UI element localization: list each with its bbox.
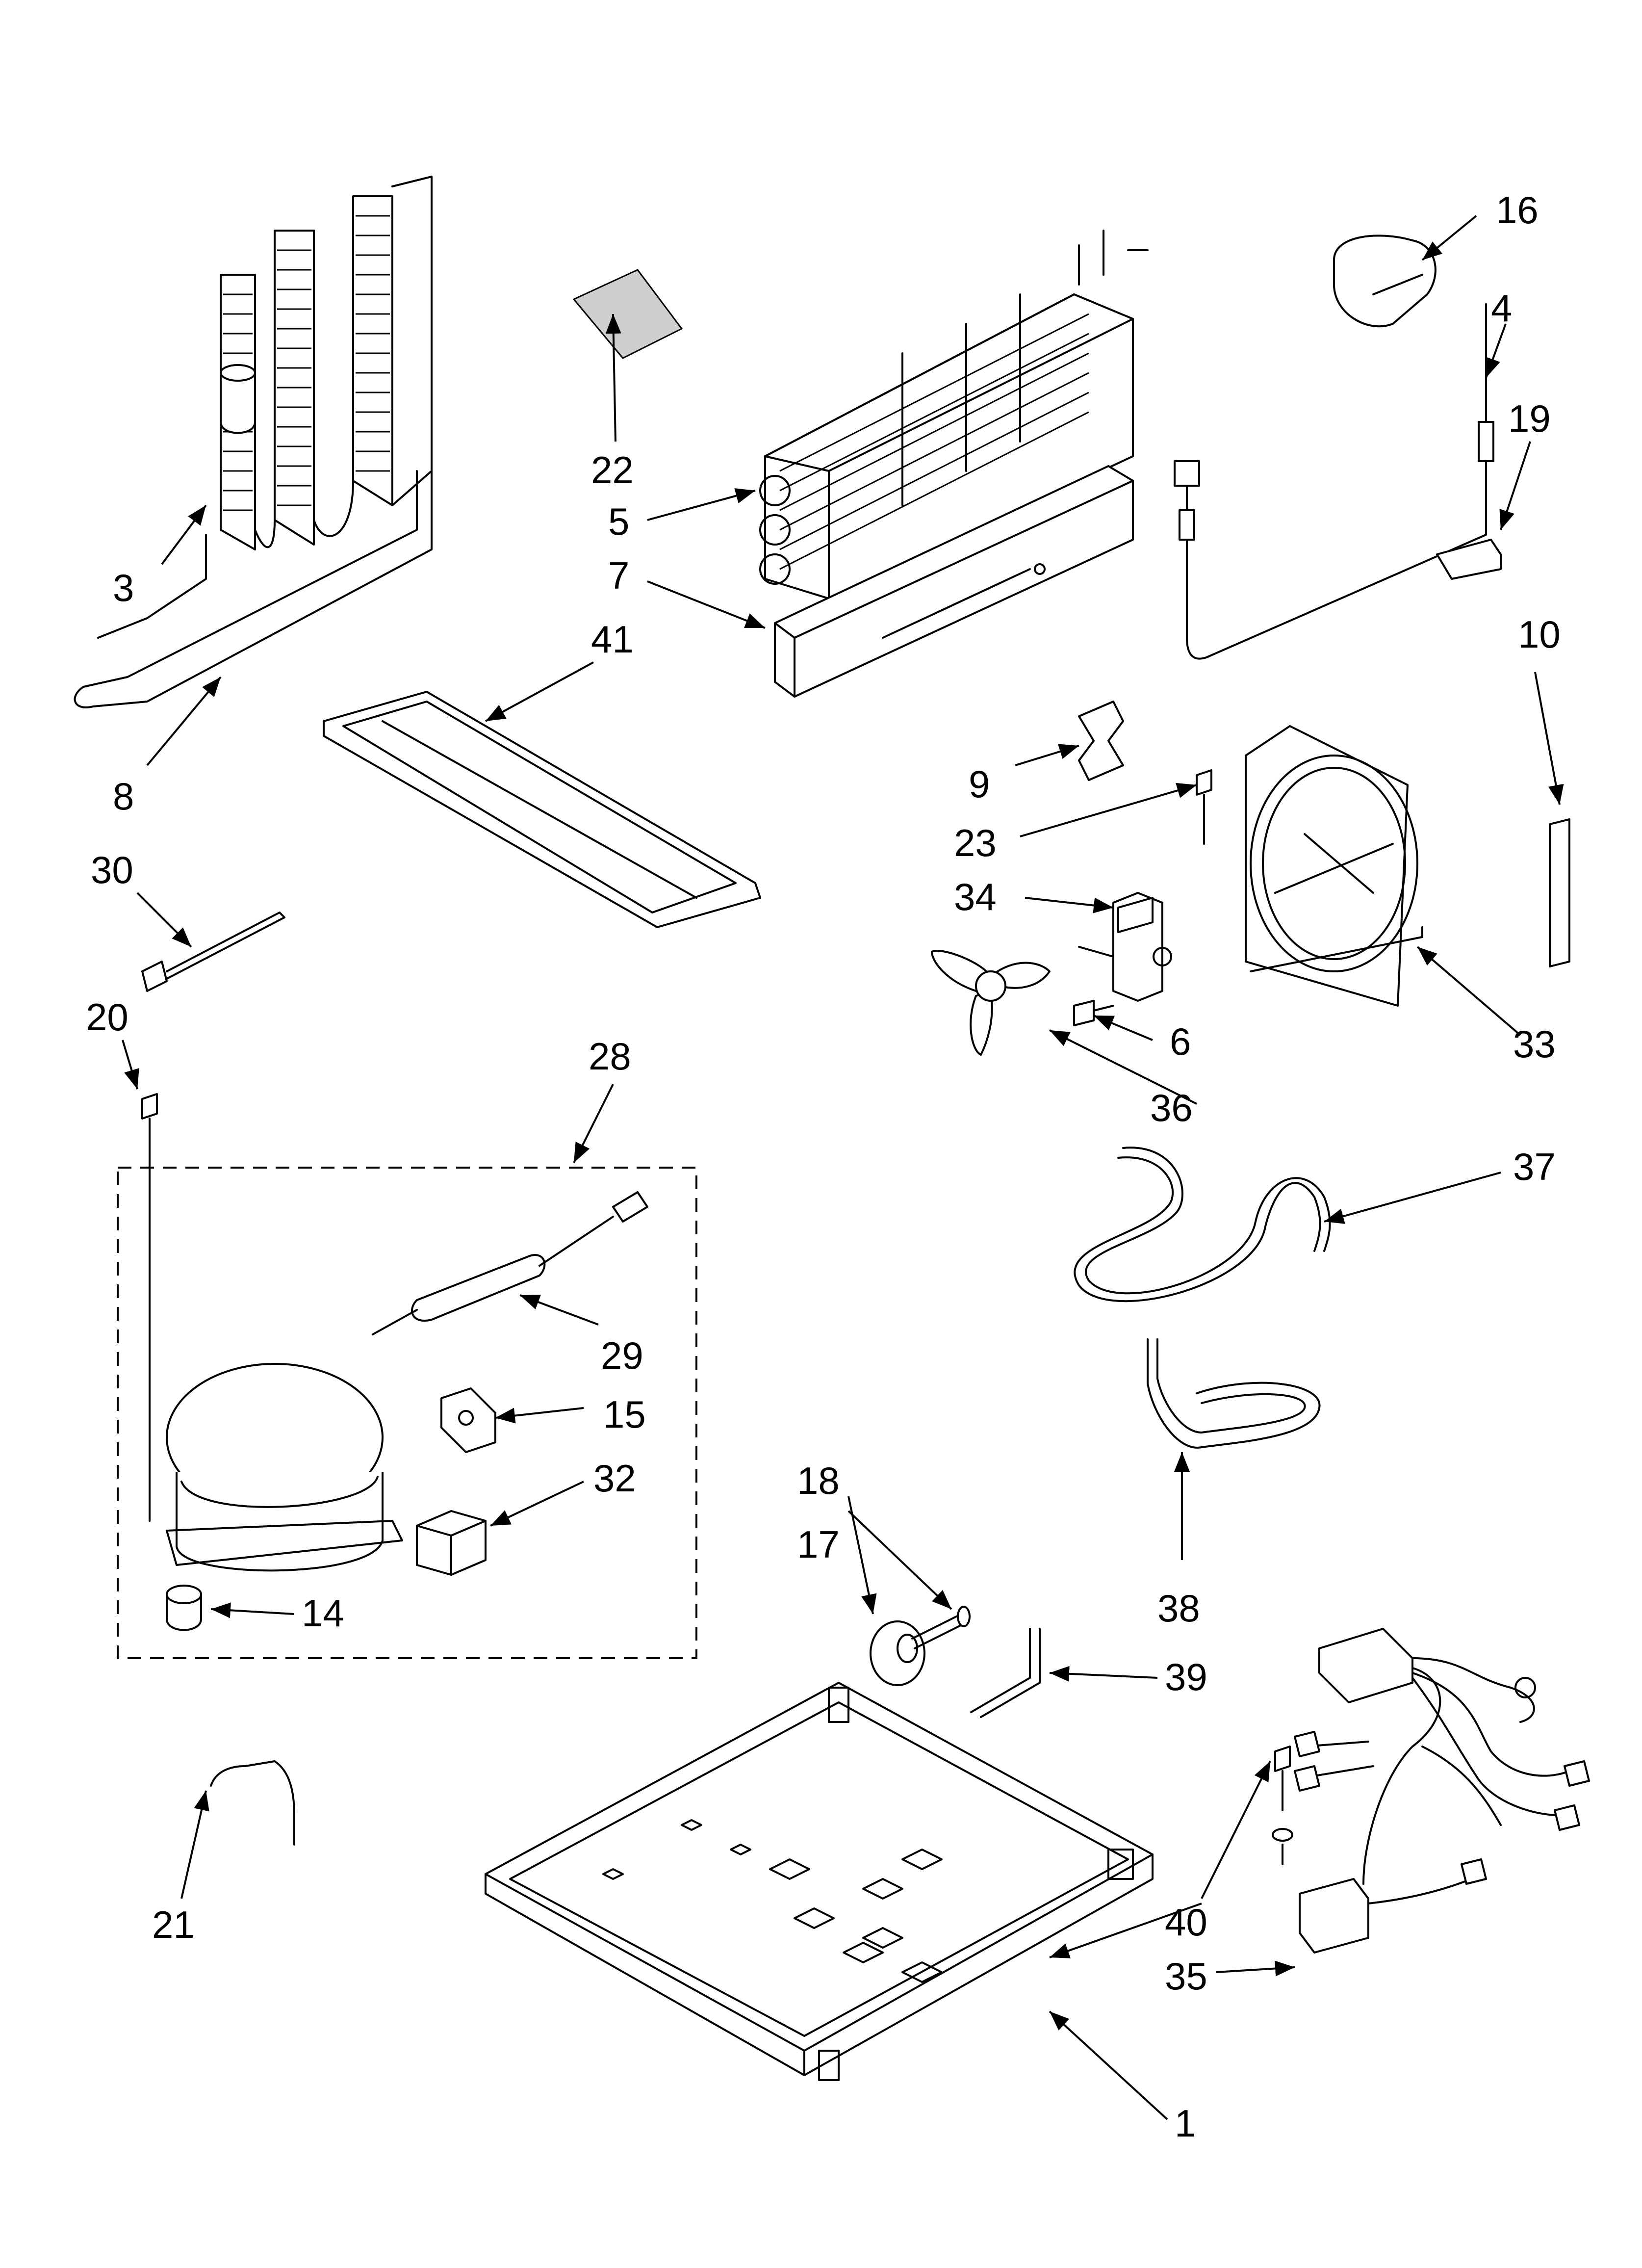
fan-blade: [931, 950, 1051, 1056]
callout-1: 1: [1175, 2102, 1196, 2145]
callout-6: 6: [1170, 1020, 1191, 1063]
drain-pan: [323, 691, 761, 928]
callout-18: 18: [797, 1459, 840, 1502]
callout-22: 22: [591, 448, 634, 492]
tube-39: [970, 1628, 1041, 1718]
screw-40: [1272, 1746, 1293, 1865]
sensor-clip: [1436, 539, 1502, 580]
cable-tie: [141, 912, 285, 992]
leader-lines: [122, 215, 1564, 2120]
evaporator-coil: [759, 230, 1149, 600]
condenser-coil: [74, 176, 433, 708]
fan-motor: [1078, 892, 1172, 1002]
callout-9: 9: [969, 762, 990, 806]
callout-14: 14: [302, 1591, 344, 1635]
bracket: [1078, 701, 1124, 781]
sensor-wire: [1174, 303, 1494, 660]
roller-axle: [911, 1606, 971, 1649]
callout-32: 32: [593, 1457, 636, 1500]
overload: [416, 1510, 487, 1576]
drain-tube: [1074, 1147, 1331, 1303]
callout-7: 7: [608, 554, 629, 597]
evaporator-tray: [774, 465, 1134, 698]
callout-8: 8: [113, 775, 134, 818]
callout-21: 21: [152, 1903, 195, 1946]
wire-clip: [210, 1760, 295, 1846]
callout-35: 35: [1165, 1955, 1207, 1998]
callout-29: 29: [601, 1334, 643, 1377]
compressor: [166, 1363, 403, 1572]
callout-33: 33: [1513, 1022, 1556, 1066]
callout-20: 20: [86, 995, 128, 1039]
filter-drier: [372, 1191, 648, 1335]
roller: [870, 1620, 925, 1686]
screw-20: [141, 1093, 158, 1522]
callout-36: 36: [1150, 1086, 1193, 1129]
callout-34: 34: [954, 875, 997, 918]
callout-17: 17: [797, 1523, 840, 1566]
callout-30: 30: [91, 848, 133, 891]
callout-41: 41: [591, 618, 634, 661]
callout-3: 3: [113, 566, 134, 609]
callout-28: 28: [589, 1035, 631, 1078]
base-frame: [485, 1682, 1154, 2081]
callout-40: 40: [1165, 1901, 1207, 1944]
screw-23: [1196, 769, 1212, 845]
compressor-kit-box: [117, 1167, 697, 1659]
filter-pad: [572, 269, 683, 359]
callout-19: 19: [1508, 397, 1551, 440]
callout-37: 37: [1513, 1145, 1556, 1188]
sensor-cover: [1333, 235, 1437, 328]
callout-15: 15: [603, 1393, 646, 1436]
grommet: [166, 1585, 202, 1631]
callout-16: 16: [1496, 188, 1539, 232]
callout-23: 23: [954, 821, 997, 864]
fan-shroud: [1245, 725, 1423, 1007]
callout-4: 4: [1491, 287, 1512, 330]
relay: [440, 1387, 496, 1453]
gasket-strip: [1549, 818, 1570, 967]
callout-10: 10: [1518, 613, 1561, 656]
tube-38: [1147, 1338, 1321, 1449]
callout-39: 39: [1165, 1655, 1207, 1698]
callout-labels: 3 22 5 7 41 8 30 20 28 29 15 32 14 16 4 …: [86, 188, 1561, 2145]
callout-38: 38: [1157, 1587, 1200, 1630]
drier-can: [220, 364, 256, 434]
wire-harness: [1294, 1628, 1590, 1954]
callout-5: 5: [608, 500, 629, 543]
